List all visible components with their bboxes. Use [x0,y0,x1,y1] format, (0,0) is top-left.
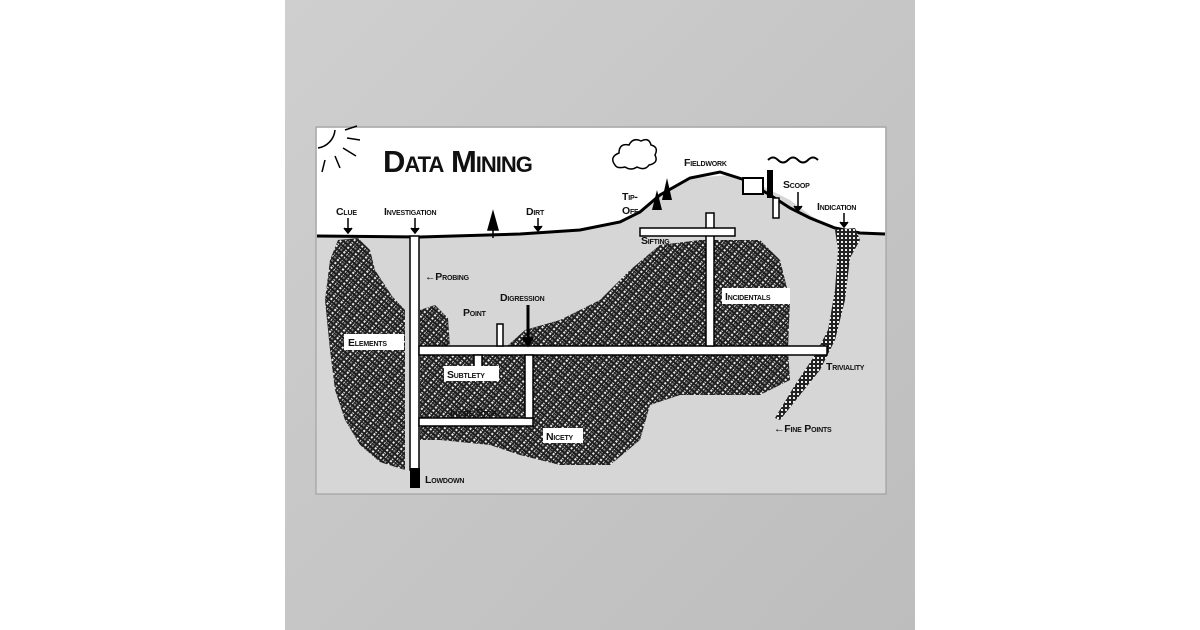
ground-line [316,170,886,239]
label-scoop: Scoop [783,179,810,191]
label-fine-points: ←Fine Points [774,423,832,435]
lowdown-shaft-bottom [410,468,420,488]
label-nicety: Nicety [546,431,574,443]
label-lowdown: Lowdown [425,474,464,486]
cloud-icon [612,138,658,170]
label-tip-off: Tip- [622,191,638,203]
arrow-icons [343,192,849,348]
label-dirt: Dirt [526,206,545,218]
elements-ore [325,238,405,470]
sun-icon [317,125,361,173]
label-clue: Clue [336,206,357,218]
label-elements: Elements [348,337,387,349]
label-inside-story: Inside Story [450,407,501,419]
label-incidentals: Incidentals [725,291,771,303]
indication-vein [775,228,860,420]
tree-icons [487,178,672,238]
label-subtlety: Subtlety [447,369,485,381]
label-tip-off-2: Off [622,205,639,217]
mine-tunnels [409,212,828,471]
label-point: Point [463,307,487,319]
label-digression: Digression [500,292,545,304]
label-triviality: Triviality [826,361,865,373]
label-sifting: Sifting [641,235,670,247]
poster-title: Data Mining [383,144,532,179]
label-indication: Indication [817,201,856,213]
sky [317,128,885,236]
label-fieldwork: Fieldwork [684,157,727,169]
label-probing: ←Probing [425,271,470,283]
mill-building [742,156,819,219]
label-investigation: Investigation [384,206,436,218]
